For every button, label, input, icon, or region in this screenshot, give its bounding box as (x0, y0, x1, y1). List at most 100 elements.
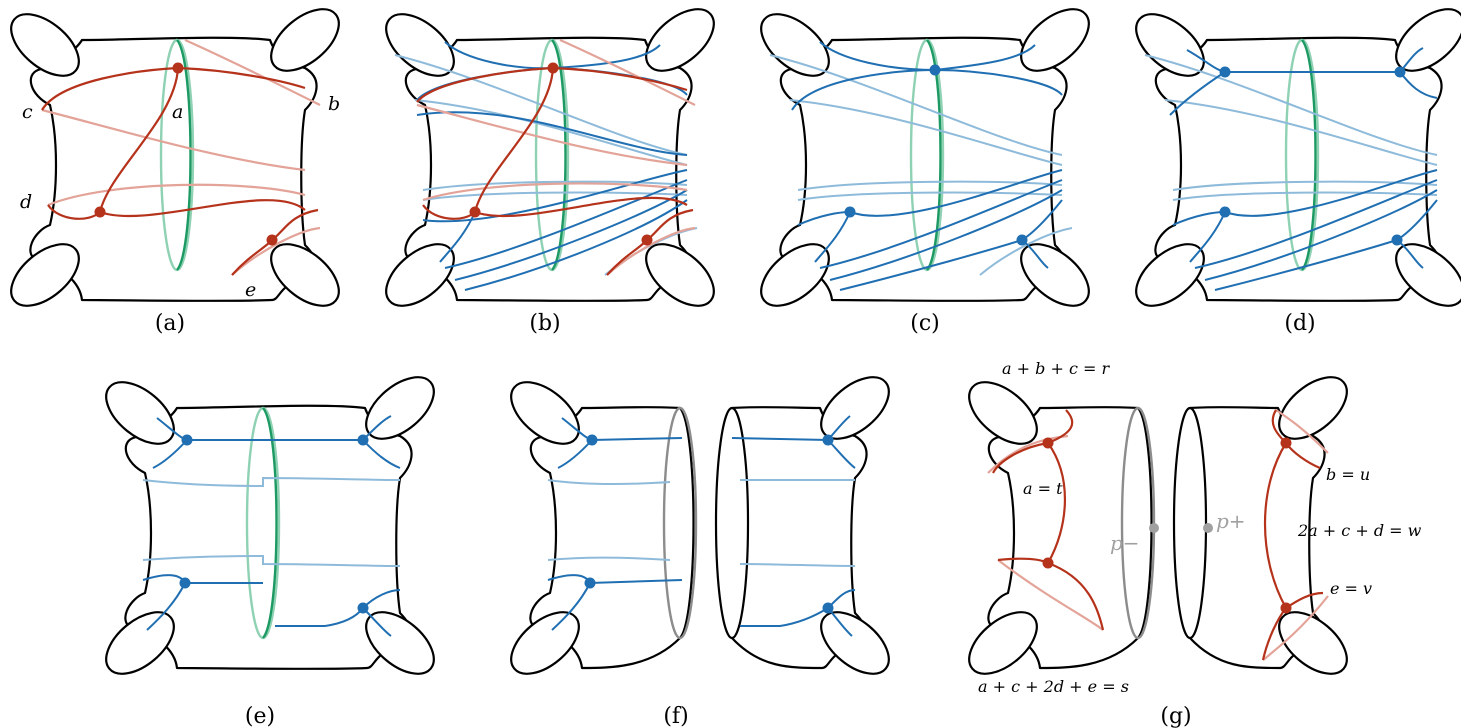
vertex (469, 206, 481, 218)
vertex (1016, 234, 1028, 246)
train-front (464, 199, 688, 291)
label-u: b = u (1326, 465, 1370, 484)
cut-boundary (714, 406, 750, 640)
vertex (1394, 66, 1406, 78)
boundary-cuff-tl (105, 381, 175, 445)
cut-curve-back (245, 406, 281, 640)
label-d: d (20, 191, 32, 213)
caption-d: (d) (1284, 311, 1315, 336)
arc-back (606, 226, 696, 276)
vertex (179, 577, 191, 589)
vertex (1219, 66, 1231, 78)
cut-curve-front (262, 407, 278, 639)
boundary-cuff-tr (365, 376, 435, 440)
vertex (584, 577, 596, 589)
caption-b: (b) (529, 311, 560, 336)
panel-a: a b c d e (a) (10, 8, 340, 336)
arc-d-back (47, 183, 306, 207)
label-t: a = t (1023, 479, 1063, 498)
boundary-cuff-tl (760, 13, 830, 77)
vertex (94, 206, 106, 218)
arc-front (1047, 442, 1066, 564)
arc-front (473, 67, 555, 213)
vertex (181, 434, 193, 446)
boundary-cuff-bl (510, 611, 580, 675)
boundary-cuff-br (645, 243, 715, 307)
train-front (1194, 179, 1438, 269)
vertex (822, 602, 834, 614)
train-front (839, 199, 1063, 291)
boundary-cuff-tl (10, 13, 80, 77)
train-back (1164, 99, 1438, 166)
right-piece-outline (731, 406, 868, 670)
train-back (1172, 191, 1438, 201)
train-front (814, 211, 851, 263)
boundary-cuff-tl (968, 381, 1038, 445)
cut-curve-front (1301, 39, 1317, 271)
vertex (266, 234, 278, 246)
boundary-cuff-bl (760, 243, 830, 307)
train-front (829, 189, 1063, 281)
cut-boundary (1172, 406, 1208, 640)
caption-e: (e) (245, 704, 275, 728)
boundary-cuff-bl (968, 611, 1038, 675)
arc-a-front (98, 67, 180, 213)
arc-front (827, 439, 856, 469)
cut-boundary (662, 406, 698, 640)
label-v: e = v (1330, 579, 1372, 598)
boundary-cuff-bl (10, 243, 80, 307)
arc-back (1262, 595, 1329, 661)
caption-g: (g) (1160, 704, 1191, 728)
train-back (414, 99, 688, 166)
caption-f: (f) (663, 704, 688, 728)
cut-curve-front (176, 39, 192, 271)
arc-back (416, 103, 688, 167)
boundary-cuff-br (1020, 243, 1090, 307)
cut-curve-back (1284, 38, 1320, 272)
boundary-cuff-bl (105, 611, 175, 675)
vertex (1280, 437, 1292, 449)
vertex (844, 206, 856, 218)
panel-b: (b) (385, 8, 715, 336)
train-back (979, 227, 1073, 276)
train-front (1204, 189, 1438, 281)
train-back (789, 99, 1063, 166)
boundary-cuff-bl (385, 243, 455, 307)
left-piece-outline (987, 406, 1153, 670)
arc-front (547, 574, 683, 585)
arc-front (156, 415, 392, 441)
train-front (1169, 71, 1226, 116)
arc-back (739, 563, 856, 567)
arc-front (561, 417, 683, 442)
train-front (439, 211, 476, 263)
train-front (1399, 71, 1438, 99)
puncture-p-minus (1149, 523, 1159, 533)
vertex (929, 64, 941, 76)
boundary-cuff-tr (820, 376, 890, 440)
arc-front (422, 196, 688, 220)
vertex (1042, 557, 1054, 569)
label-p-plus: p+ (1216, 509, 1246, 533)
train-front (1172, 169, 1438, 226)
caption-c: (c) (910, 311, 940, 336)
train-front (422, 169, 688, 223)
arc-back (547, 556, 671, 561)
vertex (586, 434, 598, 446)
vertex (357, 434, 369, 446)
vertex (1391, 234, 1403, 246)
vertex (1042, 437, 1054, 449)
panel-e: (e) (105, 376, 435, 728)
train-front (416, 111, 688, 156)
cut-curve-front (926, 39, 942, 271)
cut-boundary (1120, 406, 1156, 640)
label-e: e (245, 279, 256, 301)
label-r: a + b + c = r (1002, 359, 1110, 378)
arc-front (146, 582, 186, 631)
arc-e-back (231, 226, 321, 276)
train-front (819, 41, 1036, 72)
train-front (797, 169, 1063, 226)
caption-a: (a) (155, 311, 185, 336)
train-front (819, 179, 1063, 269)
arc-back (1275, 409, 1329, 454)
